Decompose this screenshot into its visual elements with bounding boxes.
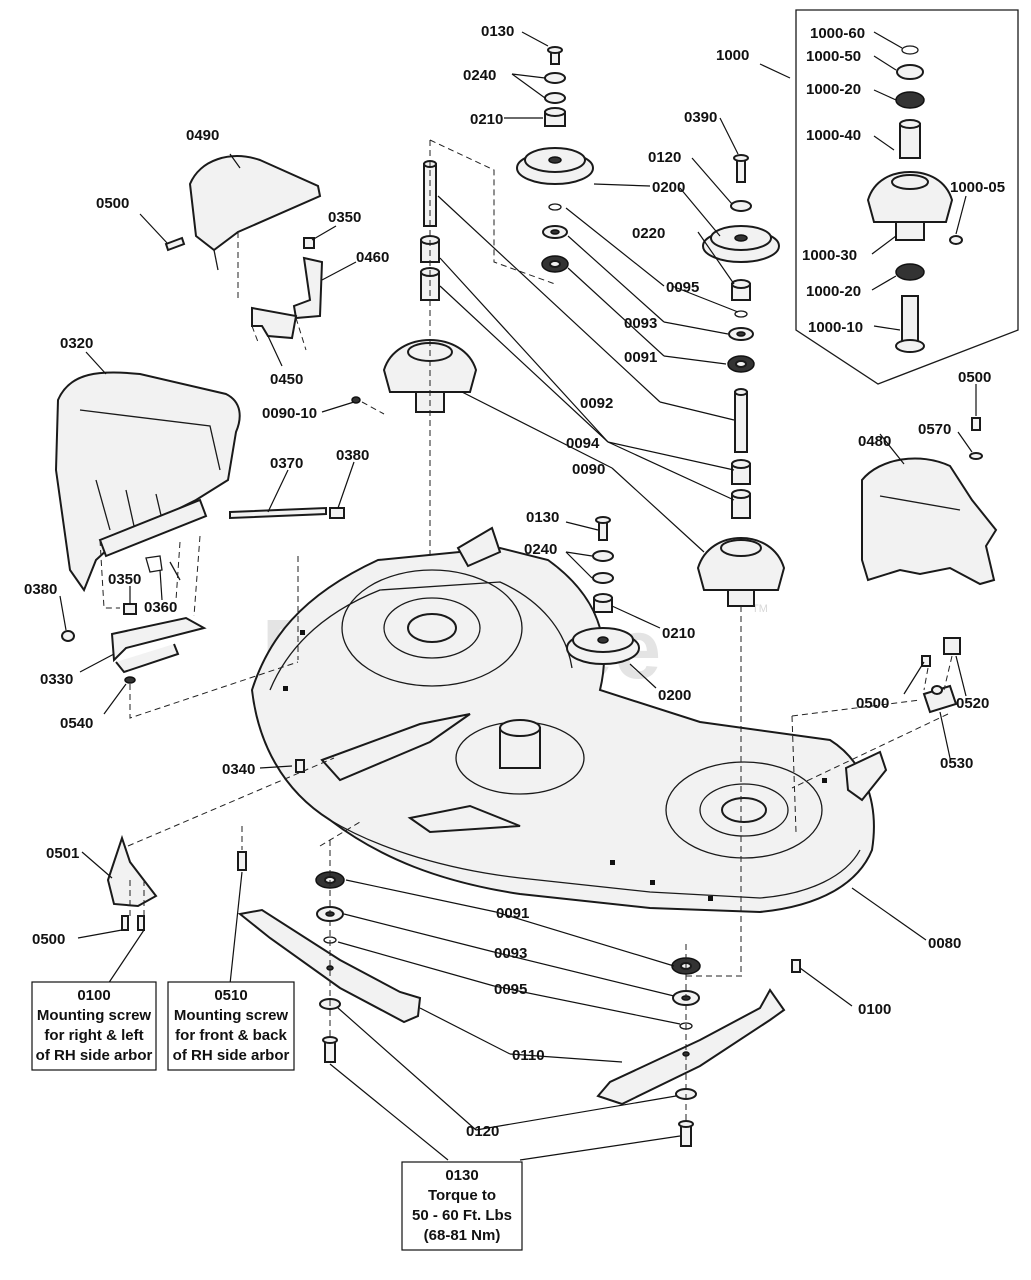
label-0240-mid: 0240: [524, 541, 557, 558]
label-0330: 0330: [40, 671, 73, 688]
note-box-0100: 0100 Mounting screw for right & left of …: [31, 981, 157, 1071]
watermark-tm: TM: [752, 603, 768, 615]
note-0130-line4: (68-81 Nm): [424, 1227, 501, 1244]
label-0370: 0370: [270, 455, 303, 472]
label-0090-10: 0090-10: [262, 405, 317, 422]
label-0090: 0090: [572, 461, 605, 478]
label-0340: 0340: [222, 761, 255, 778]
label-0220: 0220: [632, 225, 665, 242]
label-1000-30: 1000-30: [802, 247, 857, 264]
label-0095-bot: 0095: [494, 981, 527, 998]
label-0094: 0094: [566, 435, 600, 452]
label-0210-mid: 0210: [662, 625, 695, 642]
label-0500-b: 0500: [958, 369, 991, 386]
part-labels: 0130 0240 0210 0200 0095 0093 0091 0092 …: [24, 23, 1005, 1140]
label-0092: 0092: [580, 395, 613, 412]
note-0510-line3: for front & back: [175, 1027, 287, 1044]
label-0460: 0460: [356, 249, 389, 266]
label-0530: 0530: [940, 755, 973, 772]
label-0100: 0100: [858, 1001, 891, 1018]
note-0100-line4: of RH side arbor: [36, 1047, 153, 1064]
label-0130-top: 0130: [481, 23, 514, 40]
note-box-0130: 0130 Torque to 50 - 60 Ft. Lbs (68-81 Nm…: [401, 1161, 523, 1251]
note-box-0510: 0510 Mounting screw for front & back of …: [167, 981, 295, 1071]
label-0500-c: 0500: [856, 695, 889, 712]
mower-deck: [250, 526, 888, 914]
label-0091-bot: 0091: [496, 905, 529, 922]
label-0120-top: 0120: [648, 149, 681, 166]
note-0100-line3: for right & left: [44, 1027, 143, 1044]
label-1000-40: 1000-40: [806, 127, 861, 144]
label-0350-a: 0350: [328, 209, 361, 226]
label-1000-20b: 1000-20: [806, 283, 861, 300]
label-0501: 0501: [46, 845, 79, 862]
label-0110: 0110: [512, 1047, 545, 1064]
label-0080: 0080: [928, 935, 961, 952]
label-0380-b: 0380: [24, 581, 57, 598]
leader-lines: [59, 31, 977, 1161]
label-1000-50: 1000-50: [806, 48, 861, 65]
right-arbor-stack: [696, 154, 786, 976]
note-0130-line2: Torque to: [428, 1187, 496, 1204]
label-1000-10: 1000-10: [808, 319, 863, 336]
middle-pulley-stack: [566, 516, 640, 665]
label-0540: 0540: [60, 715, 93, 732]
blade-parts: [106, 757, 801, 1147]
note-0510-line2: Mounting screw: [174, 1007, 289, 1024]
right-guard-parts: [791, 417, 998, 833]
label-0095-top: 0095: [666, 279, 699, 296]
label-0380-a: 0380: [336, 447, 369, 464]
label-0450: 0450: [270, 371, 303, 388]
arbor-kit-box: [795, 9, 1019, 385]
label-0093-top: 0093: [624, 315, 657, 332]
label-0490: 0490: [186, 127, 219, 144]
label-0350-b: 0350: [108, 571, 141, 588]
label-0200-mid: 0200: [658, 687, 691, 704]
note-0510-line4: of RH side arbor: [173, 1047, 290, 1064]
label-1000: 1000: [716, 47, 749, 64]
label-0360: 0360: [144, 599, 177, 616]
left-arbor-stack: [351, 46, 594, 560]
label-0320: 0320: [60, 335, 93, 352]
left-guard-parts: [54, 155, 345, 719]
label-0390: 0390: [684, 109, 717, 126]
label-0200-top: 0200: [652, 179, 685, 196]
label-0093-bot: 0093: [494, 945, 527, 962]
label-1000-60: 1000-60: [810, 25, 865, 42]
label-0500-d: 0500: [32, 931, 65, 948]
label-0570: 0570: [918, 421, 951, 438]
note-0100-line2: Mounting screw: [37, 1007, 152, 1024]
label-0210-top: 0210: [470, 111, 503, 128]
label-0130-mid: 0130: [526, 509, 559, 526]
note-0510-id: 0510: [214, 987, 247, 1004]
label-0240-top: 0240: [463, 67, 496, 84]
label-0091-top: 0091: [624, 349, 657, 366]
label-1000-20a: 1000-20: [806, 81, 861, 98]
label-0480: 0480: [858, 433, 891, 450]
label-0500-a: 0500: [96, 195, 129, 212]
label-0120-bot: 0120: [466, 1123, 499, 1140]
label-1000-05: 1000-05: [950, 179, 1005, 196]
note-0130-id: 0130: [445, 1167, 478, 1184]
note-0130-line3: 50 - 60 Ft. Lbs: [412, 1207, 512, 1224]
note-0100-id: 0100: [77, 987, 110, 1004]
label-0520: 0520: [956, 695, 989, 712]
